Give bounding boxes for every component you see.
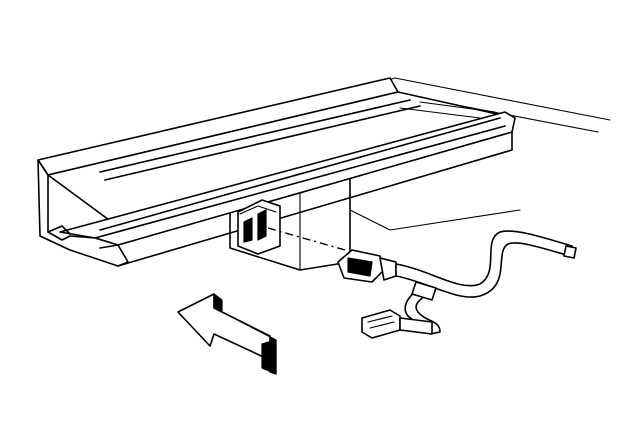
sensor-module [237, 199, 281, 255]
alignment-centerline [267, 227, 346, 251]
direction-arrow [177, 293, 277, 375]
wiring-connector [337, 249, 397, 283]
wiring-pigtail [395, 230, 577, 335]
inline-connector [361, 309, 433, 339]
sill-plate-rail [37, 77, 516, 267]
